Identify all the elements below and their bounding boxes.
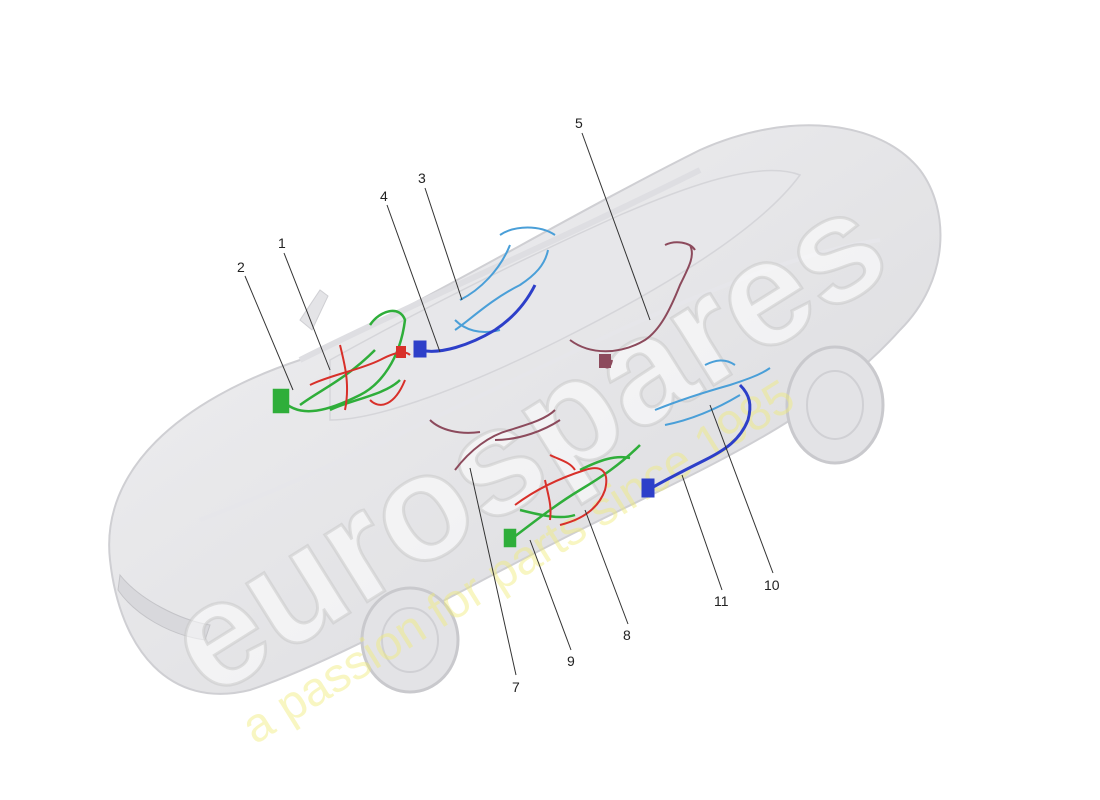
leader-3 xyxy=(424,187,463,301)
leader-lines xyxy=(244,132,774,676)
car-silhouette xyxy=(108,124,942,695)
harness-11 xyxy=(641,383,752,498)
harness-4 xyxy=(413,284,537,358)
harness-5 xyxy=(569,241,696,369)
harness-8 xyxy=(514,454,608,526)
callout-7: 7 xyxy=(512,679,520,695)
callout-11: 11 xyxy=(714,593,729,609)
callout-2: 2 xyxy=(237,259,245,275)
harness-1 xyxy=(309,344,411,411)
leader-10 xyxy=(709,404,774,574)
leader-2 xyxy=(244,275,294,391)
callout-10: 10 xyxy=(764,577,780,593)
callout-5: 5 xyxy=(575,115,583,131)
callouts: 1 2 3 4 5 7 8 9 10 11 xyxy=(237,115,780,695)
leader-11 xyxy=(681,474,723,591)
rear-wheel xyxy=(785,345,885,465)
harness-3 xyxy=(454,226,556,333)
callout-9: 9 xyxy=(567,653,575,669)
leader-8 xyxy=(584,509,629,625)
leader-4 xyxy=(386,204,441,353)
front-wheel xyxy=(360,586,460,694)
callout-8: 8 xyxy=(623,627,631,643)
harness-10 xyxy=(654,359,771,426)
harness-9 xyxy=(503,444,641,548)
leader-5 xyxy=(581,132,651,321)
leader-7 xyxy=(469,467,517,676)
side-mirror xyxy=(299,289,329,331)
callout-4: 4 xyxy=(380,188,388,204)
callout-1: 1 xyxy=(278,235,286,251)
callout-3: 3 xyxy=(418,170,426,186)
leader-1 xyxy=(283,252,331,371)
harness-2 xyxy=(272,309,407,414)
grille xyxy=(117,573,211,641)
leader-9 xyxy=(529,539,572,651)
harness-7 xyxy=(429,409,561,471)
